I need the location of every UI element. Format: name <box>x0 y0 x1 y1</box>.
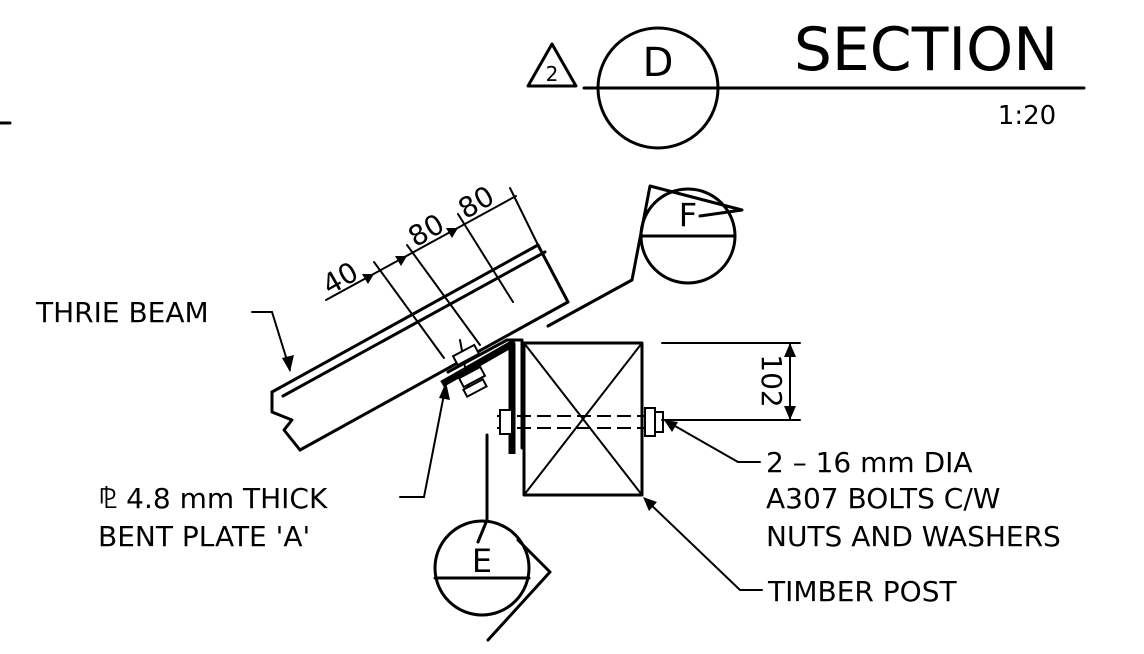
scale-label: 1:20 <box>998 101 1056 131</box>
revision-number: 2 <box>546 62 559 86</box>
section-marker-e: E <box>433 433 552 642</box>
title-block: 2 D SECTION 1:20 <box>526 15 1086 150</box>
dim-80-second: 80 <box>453 179 500 225</box>
dim-102: 102 <box>755 354 788 407</box>
dim-arrow <box>395 256 407 266</box>
beam-bottom-line <box>298 300 570 452</box>
beam-right-edge <box>536 243 570 304</box>
marker-e-letter: E <box>472 542 492 580</box>
beam-bolt <box>451 339 488 399</box>
plate-label-line2: BENT PLATE 'A' <box>98 520 310 553</box>
bolts-label-line1: 2 – 16 mm DIA <box>766 446 973 479</box>
ext-line-1 <box>373 261 445 359</box>
revision-triangle <box>526 42 578 88</box>
bolts-label-line2: A307 BOLTS C/W <box>766 482 1000 515</box>
plate-callout: ⅊ 4.8 mm THICK BENT PLATE 'A' <box>98 382 450 553</box>
ext-line-2 <box>406 244 481 346</box>
dim-80-first: 80 <box>403 207 450 253</box>
dim-line <box>325 195 517 301</box>
timber-post-callout: TIMBER POST <box>643 497 957 608</box>
ext-line-3 <box>457 213 514 303</box>
bolts-callout: 2 – 16 mm DIA A307 BOLTS C/W NUTS AND WA… <box>664 420 1061 553</box>
section-letter: D <box>643 40 674 86</box>
thrie-beam-label: THRIE BEAM <box>35 296 209 329</box>
plate-label-line1: ⅊ 4.8 mm THICK <box>98 482 328 515</box>
ext-line-4 <box>509 187 539 246</box>
dim-102-group: 102 <box>661 342 801 421</box>
section-title: SECTION <box>794 15 1058 85</box>
dim-arrow <box>362 274 374 284</box>
beam-top-line <box>270 243 540 394</box>
thrie-beam-callout: THRIE BEAM <box>35 296 294 372</box>
section-marker-f: F <box>546 184 744 328</box>
beam-break-line <box>270 390 302 452</box>
beam-top-line-inner <box>281 250 547 398</box>
timber-post-label: TIMBER POST <box>767 575 957 608</box>
timber-post <box>522 341 644 497</box>
through-bolts <box>497 407 664 437</box>
dim-arrow <box>446 228 458 238</box>
beam-dimensions: 40 80 80 <box>317 179 539 359</box>
dim-40: 40 <box>317 255 364 301</box>
marker-f-letter: F <box>679 196 697 234</box>
bolts-label-line3: NUTS AND WASHERS <box>766 520 1061 553</box>
